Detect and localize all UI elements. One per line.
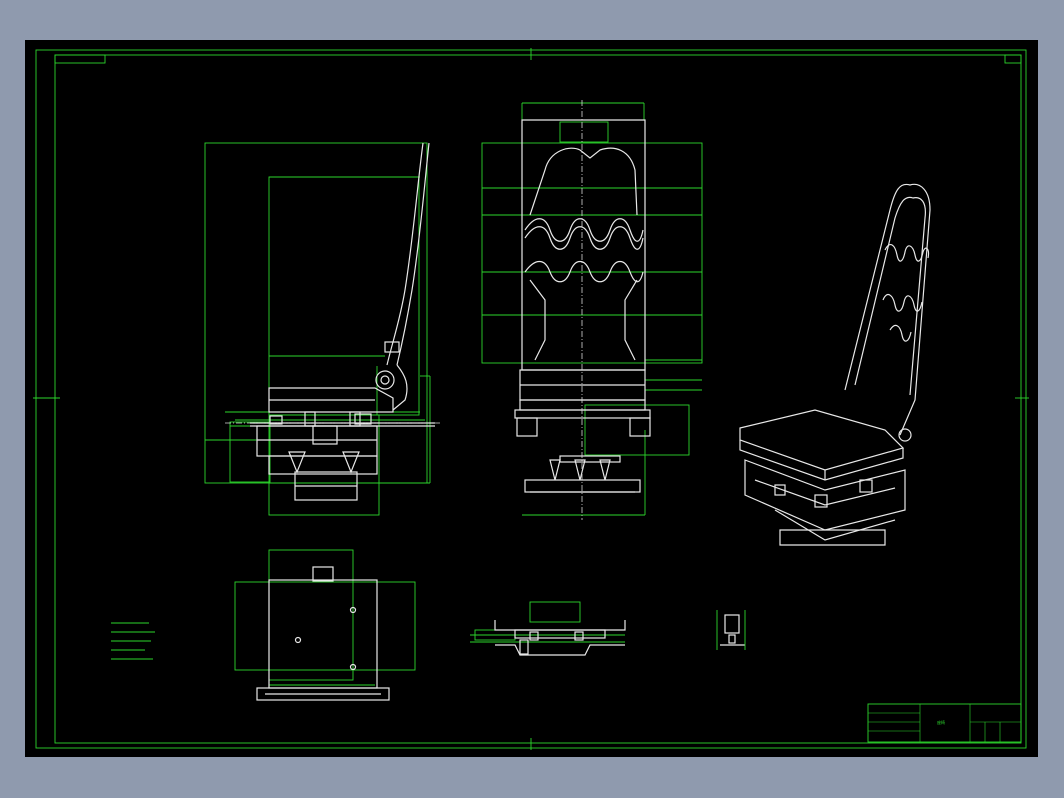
technical-notes (111, 622, 155, 660)
base-plan-view[interactable] (234, 549, 416, 701)
sheet-outer-border (35, 49, 1027, 749)
title-block-title: 座椅 (937, 719, 945, 725)
center-marks (33, 48, 1029, 750)
detail-view[interactable] (716, 610, 746, 650)
sheet-inner-frame (54, 54, 1022, 744)
title-block: 座椅 (867, 703, 1022, 743)
isometric-view[interactable] (739, 183, 931, 546)
cad-drawing-canvas[interactable]: 座椅 (25, 40, 1038, 757)
section-view[interactable] (470, 601, 626, 656)
front-view[interactable] (481, 100, 703, 520)
drawing-sheet: 座椅 (33, 48, 1029, 750)
side-view[interactable] (204, 142, 440, 516)
